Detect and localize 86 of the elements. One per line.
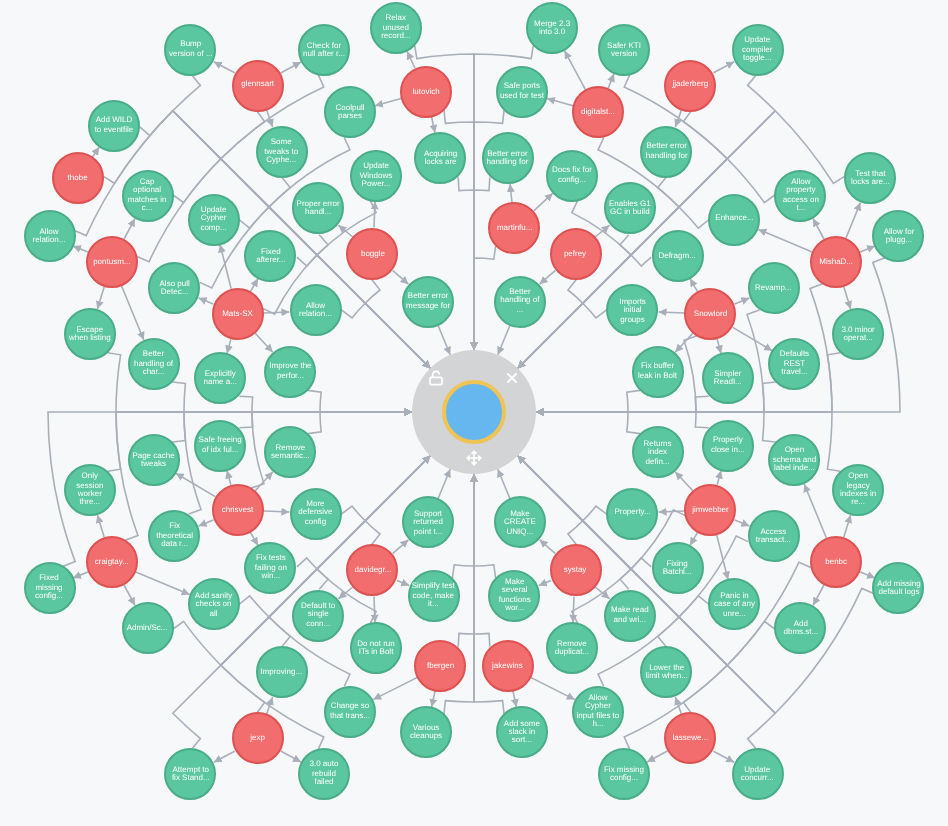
arrow xyxy=(535,257,901,416)
arrow xyxy=(594,586,611,600)
arrow xyxy=(135,571,191,596)
arrow xyxy=(812,584,825,607)
arrow xyxy=(689,277,699,293)
arrow xyxy=(451,473,478,579)
arrow xyxy=(803,483,828,539)
arrow xyxy=(225,338,233,355)
arrow xyxy=(569,595,578,624)
arrow xyxy=(249,531,259,547)
arrow xyxy=(757,228,813,253)
arrow xyxy=(95,286,105,310)
arrow xyxy=(197,297,215,305)
arrow xyxy=(370,200,379,229)
arrow xyxy=(279,61,302,74)
arrow xyxy=(529,676,576,701)
arrow xyxy=(262,507,291,516)
arrow xyxy=(72,245,89,253)
arrow xyxy=(391,269,410,285)
arrow xyxy=(218,243,232,290)
arrow xyxy=(674,332,694,353)
arrow xyxy=(657,308,686,317)
arrow xyxy=(429,690,438,708)
arrow xyxy=(225,469,233,486)
arrow xyxy=(715,338,723,355)
selection-ring xyxy=(412,350,536,474)
arrow xyxy=(437,468,451,500)
arrow xyxy=(429,116,438,134)
arrow xyxy=(845,201,862,239)
arrow xyxy=(470,245,497,351)
arrow xyxy=(538,539,557,555)
arrow xyxy=(538,269,557,285)
arrow xyxy=(123,584,136,607)
arrow xyxy=(533,192,554,212)
arrow xyxy=(213,750,236,763)
arrow xyxy=(674,108,683,128)
arrow xyxy=(546,96,574,107)
arrow xyxy=(72,571,89,579)
arrow xyxy=(497,468,511,500)
arrow xyxy=(249,277,259,293)
arrow xyxy=(254,332,274,353)
arrow xyxy=(733,519,751,527)
arrow xyxy=(254,471,274,492)
arrow xyxy=(859,571,876,579)
arrow xyxy=(396,578,410,587)
arrow xyxy=(657,507,686,516)
arrow xyxy=(859,245,876,253)
arrow xyxy=(406,50,416,69)
arrow xyxy=(732,326,773,352)
arrow xyxy=(733,297,751,305)
arrow xyxy=(715,469,723,486)
arrow xyxy=(563,50,587,91)
arrow xyxy=(712,61,735,74)
arrow xyxy=(646,750,669,763)
arrow xyxy=(843,286,853,310)
arrow xyxy=(123,217,136,240)
arrow xyxy=(370,595,379,624)
arrow xyxy=(265,696,274,716)
arrow xyxy=(238,395,413,416)
arrow xyxy=(262,308,291,317)
arrow xyxy=(594,224,611,238)
arrow xyxy=(213,61,236,74)
arrow xyxy=(716,534,730,581)
arrow xyxy=(538,578,552,587)
arrow xyxy=(374,97,402,108)
arrow xyxy=(95,514,105,538)
arrow xyxy=(197,519,215,527)
arrow xyxy=(674,696,683,716)
arrow xyxy=(607,73,615,90)
arrow xyxy=(265,108,274,128)
arrow xyxy=(437,324,451,356)
arrow xyxy=(372,676,419,701)
arrow xyxy=(175,472,216,498)
arrow xyxy=(279,750,302,763)
arrow xyxy=(843,514,853,538)
arrow xyxy=(337,586,354,600)
arrow xyxy=(510,690,519,708)
arrow xyxy=(391,539,410,555)
arrow xyxy=(337,224,354,238)
arrow xyxy=(506,183,515,204)
arrow xyxy=(497,324,511,356)
arrow xyxy=(674,471,694,492)
arrow xyxy=(812,217,825,240)
arrow xyxy=(712,750,735,763)
arrow xyxy=(120,285,145,341)
arrow xyxy=(689,531,699,547)
